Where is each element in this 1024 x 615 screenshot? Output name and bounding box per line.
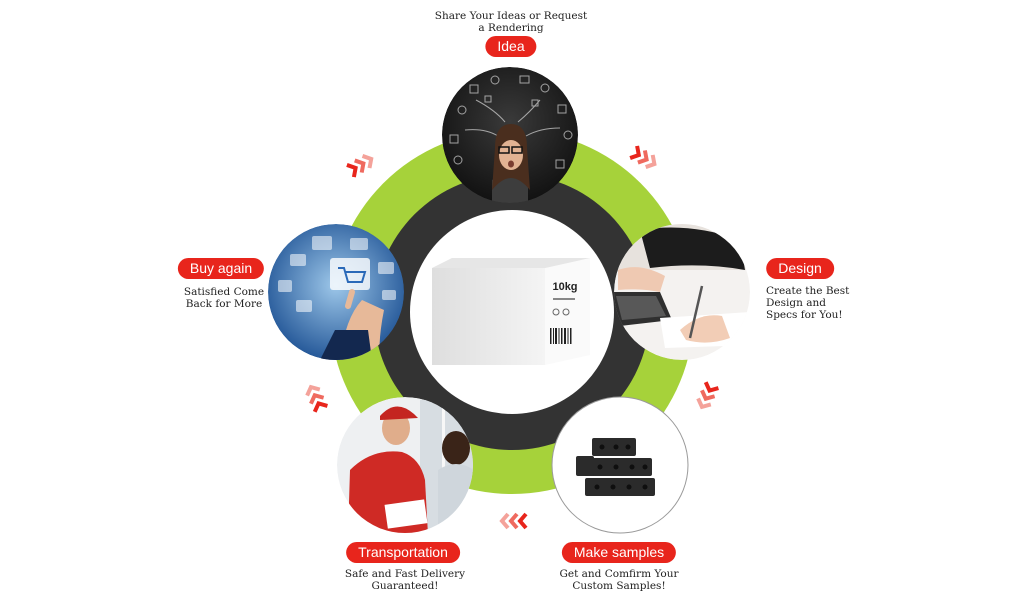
make-samples-label: Make samples <box>561 542 677 563</box>
make-samples-photo-border <box>551 396 689 534</box>
chevron-arrow-icon <box>499 512 528 530</box>
transportation-label: Transportation <box>346 542 460 563</box>
box-weight-label: 10kg <box>552 281 577 293</box>
buy-again-label: Buy again <box>177 258 265 279</box>
make-samples-description: Get and Comfirm Your Custom Samples! <box>559 568 679 592</box>
idea-description: Share Your Ideas or Request a Rendering <box>434 10 588 34</box>
design-label: Design <box>766 258 834 279</box>
idea-label: Idea <box>485 36 537 57</box>
buy-again-description: Satisfied Come Back for More <box>183 286 265 310</box>
transportation-description: Safe and Fast Delivery Guaranteed! <box>344 568 466 592</box>
idea-photo <box>442 67 578 203</box>
buy-again-photo <box>268 224 404 360</box>
design-description: Create the Best Design and Specs for You… <box>766 285 850 321</box>
chevron-arrow-icon <box>696 381 719 410</box>
center-box-image: 10kg <box>432 258 590 365</box>
chevron-arrow-icon <box>629 145 657 169</box>
make-samples-photo <box>552 397 688 533</box>
chevron-arrow-icon <box>305 384 328 413</box>
chevron-arrow-icon <box>346 154 374 178</box>
